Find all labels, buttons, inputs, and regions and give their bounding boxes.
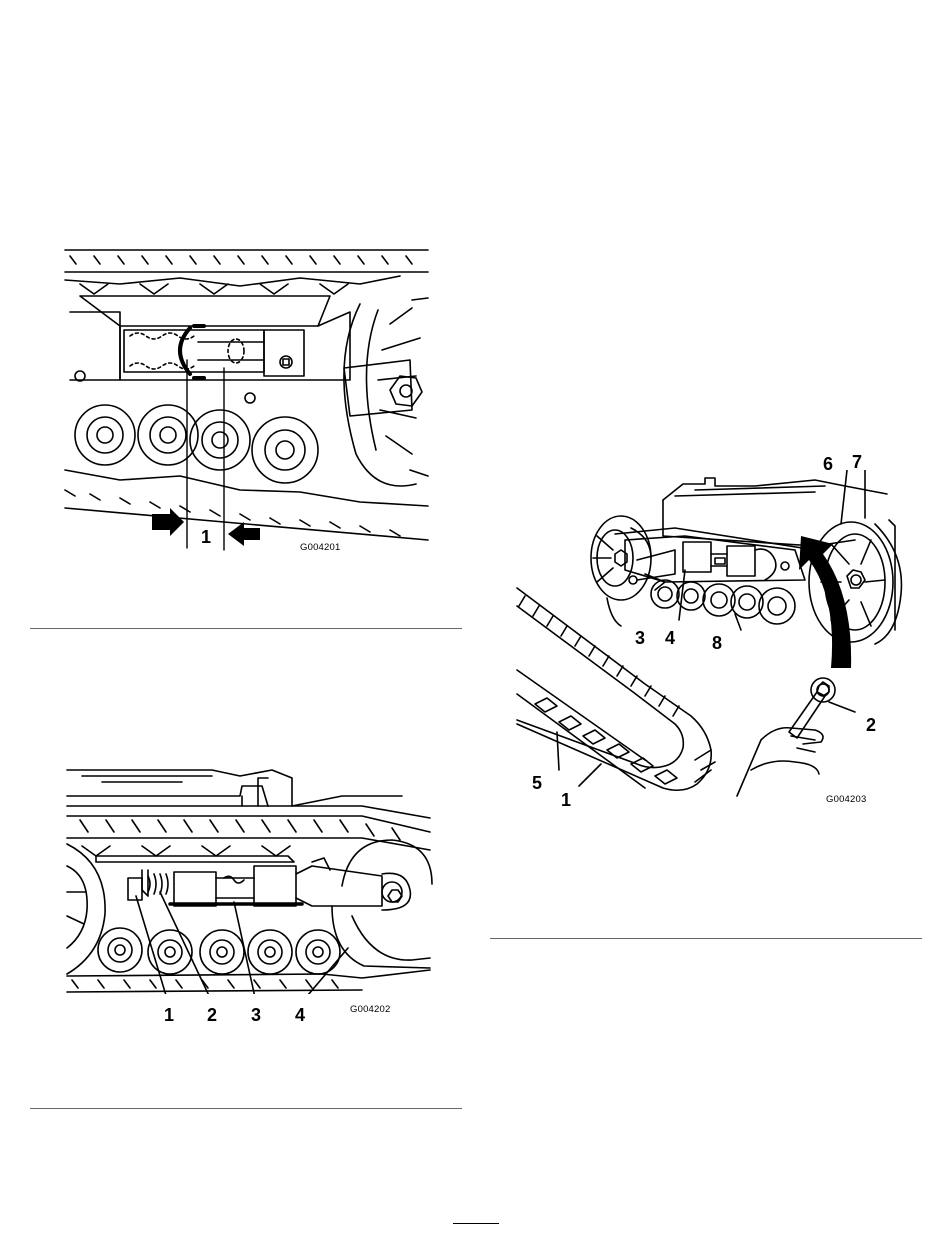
divider <box>490 938 922 939</box>
callout-5: 5 <box>532 774 542 792</box>
rotation-arrow-icon <box>799 536 851 668</box>
callout-8: 8 <box>712 634 722 652</box>
figure-code: G004202 <box>350 1005 391 1015</box>
callout-4: 4 <box>295 1006 305 1024</box>
callout-1: 1 <box>201 528 211 546</box>
callout-2: 2 <box>866 716 876 734</box>
track-spring-diagram <box>60 240 432 560</box>
callout-4: 4 <box>665 629 675 647</box>
callout-1: 1 <box>561 791 571 809</box>
figure-code: G004203 <box>826 795 867 805</box>
tensioning-bolt-diagram <box>62 766 434 994</box>
track-removal-diagram <box>515 470 907 805</box>
callout-6: 6 <box>823 455 833 473</box>
page-number-rule <box>453 1223 499 1224</box>
callout-2: 2 <box>207 1006 217 1024</box>
figure-track-removal <box>515 470 907 805</box>
figure-spring-length <box>60 240 432 560</box>
divider <box>30 628 462 629</box>
figure-tension-bolt <box>62 766 434 994</box>
divider <box>30 1108 462 1109</box>
figure-code: G004201 <box>300 543 341 553</box>
callout-3: 3 <box>635 629 645 647</box>
callout-7: 7 <box>852 453 862 471</box>
callout-1: 1 <box>164 1006 174 1024</box>
callout-3: 3 <box>251 1006 261 1024</box>
